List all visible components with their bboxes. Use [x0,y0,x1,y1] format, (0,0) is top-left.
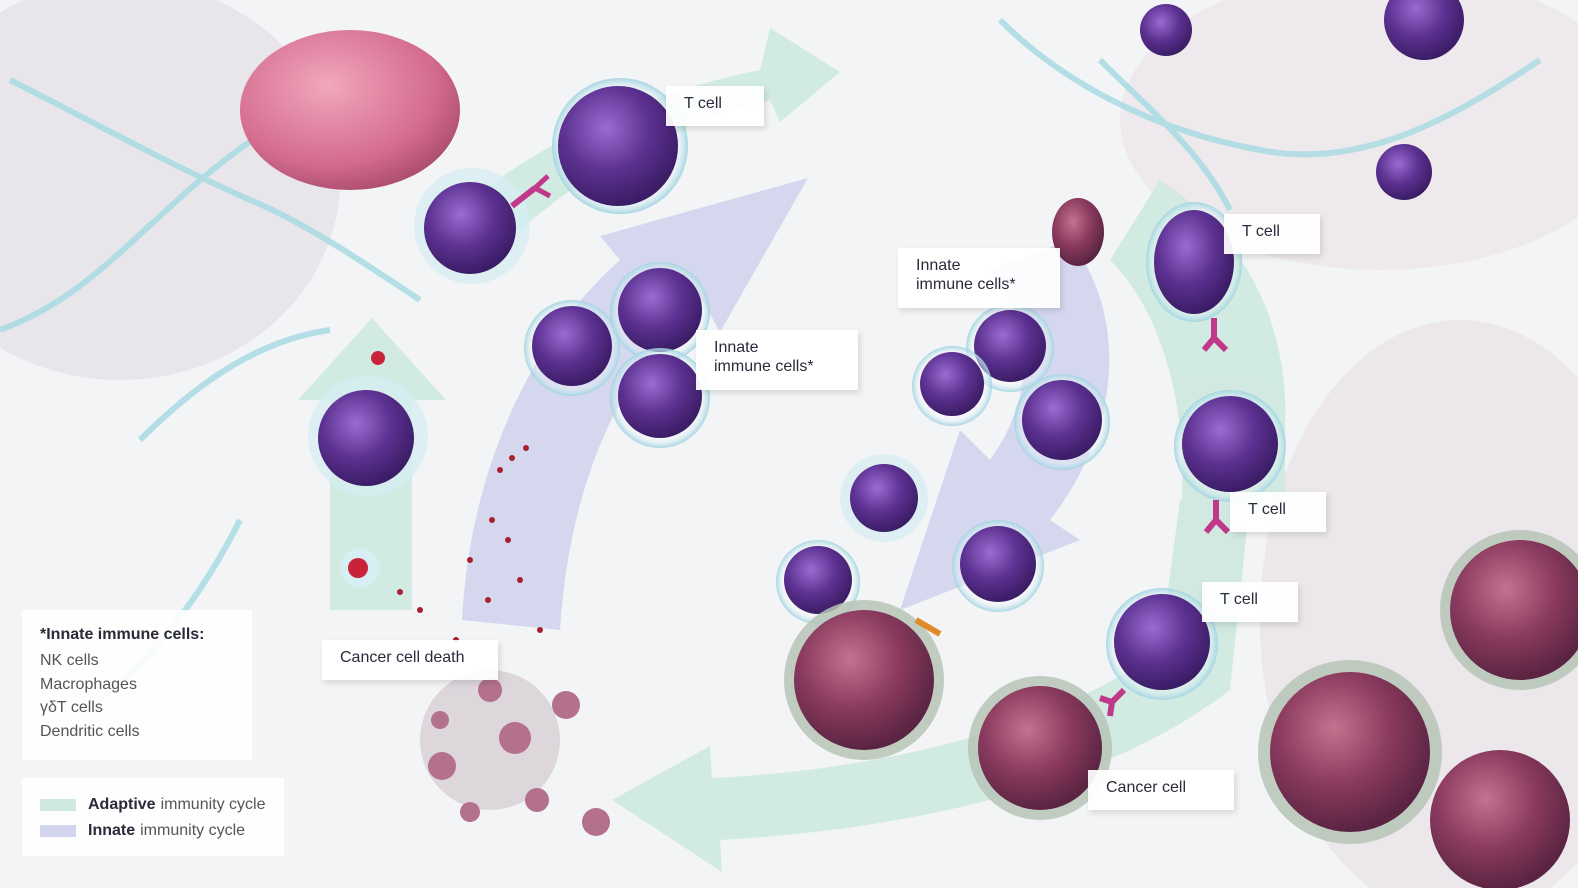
legend-title: *Innate immune cells: [40,626,205,643]
dendritic-cell-large [240,30,460,190]
innate-label: Innate [88,822,136,839]
dying-cancer-cells [420,670,610,836]
label-innate-immune-cells-left: Innate immune cells* [696,330,858,390]
legend-item: NK cells [40,652,99,669]
innate-cells-right-cluster [912,304,1110,470]
adaptive-cycle-legend-row: Adaptive immunity cycle [40,792,266,818]
label-t-cell-top: T cell [666,86,764,126]
nk-cells-right [776,454,1044,624]
innate-cycle-arrows [462,178,1110,630]
dendritic-cell-top [414,168,552,284]
t-cell-top [552,78,688,214]
label-t-cell-right-upper: T cell [1224,214,1320,254]
innate-immune-cells-legend: *Innate immune cells: NK cells Macrophag… [22,610,252,760]
cycle-legend: Adaptive immunity cycle Innate immunity … [22,778,284,856]
cancer-cells-right [968,530,1578,888]
adaptive-swatch [40,799,76,811]
adaptive-label-rest: immunity cycle [160,796,266,813]
cancer-cell-middle [784,600,944,760]
adaptive-label: Adaptive [88,796,156,813]
antigen-presenting-cell [308,351,428,588]
innate-cells-left-cluster [524,262,710,448]
innate-cycle-legend-row: Innate immunity cycle [40,818,266,844]
legend-item: Dendritic cells [40,722,140,740]
innate-label-rest: immunity cycle [140,822,246,839]
t-cells-right [1099,202,1286,717]
legend-item: γδT cells [40,699,103,716]
label-cancer-cell: Cancer cell [1088,770,1234,810]
innate-swatch [40,825,76,837]
label-cancer-cell-death: Cancer cell death [322,640,498,680]
tissue-haze-top-right [1120,0,1578,270]
t-cells-top-right [1052,0,1464,266]
label-t-cell-right-middle: T cell [1230,492,1326,532]
legend-item: Macrophages [40,675,137,693]
label-innate-immune-cells-right: Innate immune cells* [898,248,1060,308]
label-t-cell-right-lower: T cell [1202,582,1298,622]
